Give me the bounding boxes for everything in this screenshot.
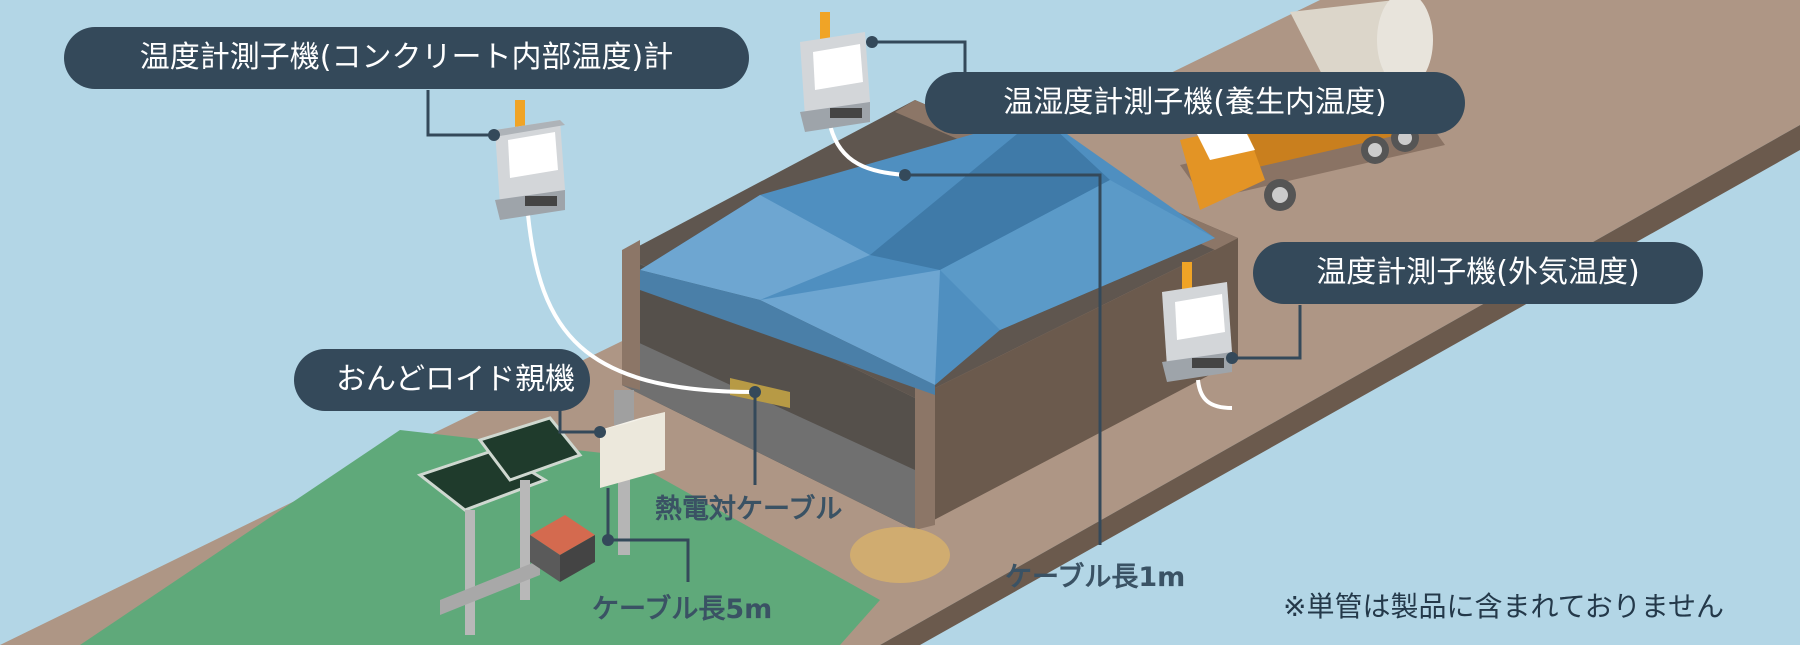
sensor-cable-humidity [828,124,906,177]
note-pipe-not-included: ※単管は製品に含まれておりません [1283,590,1724,623]
ground-marker [850,527,950,583]
solar-panels [416,416,583,635]
label-cable-length-1m: ケーブル長1m [1005,562,1186,593]
tunnel-pipe [1290,0,1433,90]
label-concrete-internal-sensor: 温度計測子機(コンクリート内部温度)計 [64,27,749,89]
base-unit-box [600,412,665,488]
label-outside-air-sensor: 温度計測子機(外気温度) [1253,242,1703,304]
curing-sheet [640,115,1215,395]
sensor-cable-internal [526,214,756,394]
battery-box [530,515,595,582]
leader-lines [426,40,1302,582]
sensor-cable-outside [1196,379,1233,410]
sensor-unit-internal [495,100,565,220]
sensor-unit-humidity [800,12,870,132]
label-base-unit: おんどロイド親機 [294,349,590,411]
label-thermocouple-cable: 熱電対ケーブル [655,494,843,525]
grass-area [80,430,880,645]
label-humidity-sensor: 温湿度計測子機(養生内温度) [925,72,1465,134]
label-cable-length-5m: ケーブル長5m [592,594,773,625]
sensor-unit-outside [1162,262,1232,382]
leader-dots [488,36,1238,546]
